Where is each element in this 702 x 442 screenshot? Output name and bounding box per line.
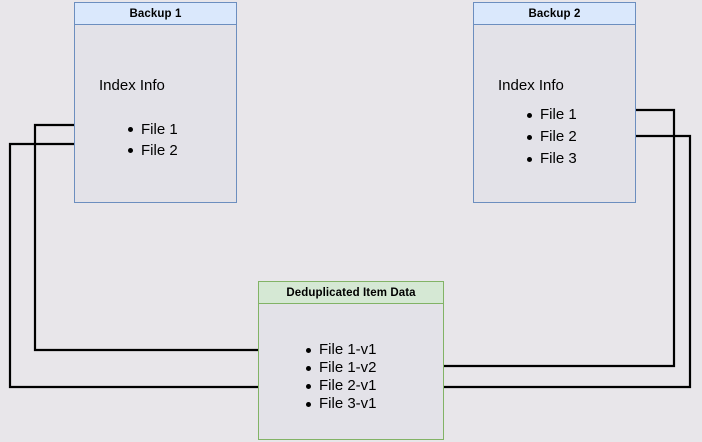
list-item: File 1-v2 (304, 359, 377, 377)
deduplicated-item-data-box[interactable]: Deduplicated Item Data File 1-v1 File 1-… (258, 281, 444, 440)
list-item: File 1-v1 (304, 341, 377, 359)
backup-2-file-list: File 1 File 2 File 3 (525, 104, 577, 170)
backup-1-box[interactable]: Backup 1 Index Info File 1 File 2 (74, 2, 237, 203)
backup-2-title: Backup 2 (474, 3, 635, 25)
list-item: File 1 (525, 104, 577, 126)
list-item: File 2 (126, 140, 178, 161)
list-item: File 1 (126, 119, 178, 140)
list-item: File 3 (525, 148, 577, 170)
backup-2-index-info-label: Index Info (498, 77, 564, 94)
backup-1-body: Index Info File 1 File 2 (75, 25, 236, 202)
list-item: File 3-v1 (304, 395, 377, 413)
backup-1-index-info-label: Index Info (99, 77, 165, 94)
deduplicated-file-list: File 1-v1 File 1-v2 File 2-v1 File 3-v1 (304, 341, 377, 413)
list-item: File 2-v1 (304, 377, 377, 395)
deduplicated-item-data-title: Deduplicated Item Data (259, 282, 443, 304)
backup-2-box[interactable]: Backup 2 Index Info File 1 File 2 File 3 (473, 2, 636, 203)
deduplicated-item-data-body: File 1-v1 File 1-v2 File 2-v1 File 3-v1 (259, 304, 443, 439)
list-item: File 2 (525, 126, 577, 148)
backup-2-body: Index Info File 1 File 2 File 3 (474, 25, 635, 202)
backup-1-file-list: File 1 File 2 (126, 119, 178, 161)
backup-1-title: Backup 1 (75, 3, 236, 25)
